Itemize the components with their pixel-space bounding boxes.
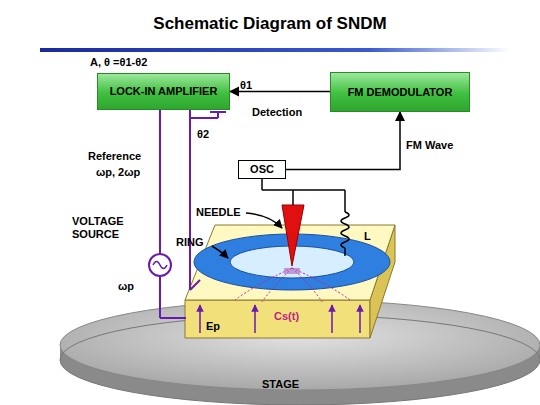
- stage: [60, 300, 540, 405]
- osc-wiring: [262, 178, 349, 256]
- field-lines: [235, 268, 350, 302]
- lockin-box: LOCK-IN AMPLIFIER: [97, 73, 230, 110]
- part-label: RING: [176, 236, 204, 249]
- ring-leader: [212, 246, 228, 258]
- field-arrows: [200, 305, 360, 333]
- node-text: FM DEMODULATOR: [348, 86, 453, 99]
- node-text: LOCK-IN AMPLIFIER: [110, 85, 218, 98]
- diagram-title: Schematic Diagram of SNDM: [0, 14, 540, 34]
- title-rule: [40, 48, 510, 52]
- part-label: NEEDLE: [196, 206, 241, 219]
- frequency-label: ωp: [118, 280, 134, 293]
- needle-leader: [246, 213, 282, 228]
- field-label: Ep: [206, 320, 220, 333]
- edge-label: FM Wave: [406, 139, 453, 152]
- phase-label: θ2: [197, 128, 209, 141]
- part-label: L: [364, 230, 371, 243]
- node-text: OSC: [250, 163, 274, 176]
- needle: [282, 205, 304, 266]
- part-label: STAGE: [262, 378, 299, 391]
- part-label: VOLTAGE SOURCE: [72, 215, 152, 240]
- result-label: A, θ =θ1-θ2: [90, 56, 147, 69]
- edge-label: Detection: [252, 106, 302, 119]
- signal-arrow: [286, 112, 400, 170]
- capacitance-label: Cs(t): [274, 310, 299, 323]
- capacitance-mark: [284, 268, 300, 274]
- signal-label: Reference: [88, 150, 141, 163]
- frequency-label: ωp, 2ωp: [96, 166, 140, 179]
- phase-label: θ1: [240, 79, 252, 92]
- demodulator-box: FM DEMODULATOR: [330, 72, 470, 112]
- oscillator-box: OSC: [238, 160, 286, 179]
